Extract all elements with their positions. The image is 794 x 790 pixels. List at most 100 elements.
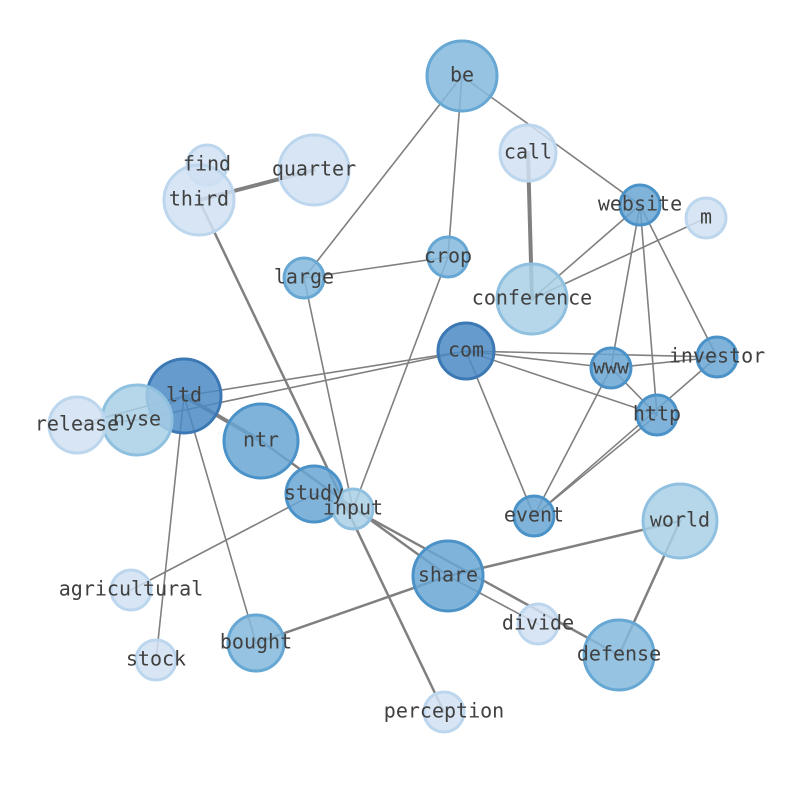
node-label-event: event	[504, 503, 564, 527]
node-circle-com	[436, 321, 496, 381]
node-label-crop: crop	[424, 244, 472, 268]
node-label-third: third	[169, 187, 229, 211]
node-circle-conference	[495, 262, 569, 336]
node-circle-share	[411, 539, 485, 613]
node-label-investor: investor	[669, 344, 765, 368]
node-label-share: share	[418, 563, 478, 587]
edge-website-www	[610, 204, 641, 369]
edge-website-http	[639, 204, 658, 416]
edge-study-agricultural	[130, 493, 315, 591]
node-label-www: www	[593, 355, 630, 379]
node-release[interactable]	[47, 395, 107, 455]
node-m[interactable]	[684, 196, 728, 240]
node-label-perception: perception	[384, 699, 504, 723]
node-label-release: release	[35, 412, 119, 436]
node-agricultural[interactable]	[109, 568, 153, 612]
edge-http-event	[533, 414, 658, 517]
node-circle-third	[162, 163, 236, 237]
node-label-bought: bought	[220, 630, 292, 654]
node-perception[interactable]	[422, 690, 466, 734]
node-circle-ntr	[222, 402, 300, 480]
edge-share-world	[446, 519, 682, 578]
node-circle-defense	[582, 618, 656, 692]
edge-com-investor	[465, 350, 718, 358]
node-label-input: input	[323, 496, 383, 520]
node-label-stock: stock	[126, 647, 186, 671]
node-be[interactable]	[425, 39, 499, 113]
node-com[interactable]	[436, 321, 496, 381]
node-label-defense: defense	[577, 642, 661, 666]
node-website[interactable]	[618, 183, 662, 227]
node-circle-input	[331, 487, 375, 531]
node-investor[interactable]	[695, 335, 739, 379]
node-stock[interactable]	[134, 638, 178, 682]
node-call[interactable]	[498, 123, 558, 183]
node-layer: be find quarter third call website m crop large c…	[35, 39, 765, 734]
node-world[interactable]	[641, 482, 719, 560]
node-label-nyse: nyse	[113, 407, 161, 431]
node-label-large: large	[274, 265, 334, 289]
node-large[interactable]	[282, 256, 326, 300]
node-circle-release	[47, 395, 107, 455]
node-circle-bought	[226, 613, 286, 673]
edge-third-perception	[197, 198, 446, 714]
node-label-website: website	[598, 192, 682, 216]
node-conference[interactable]	[495, 262, 569, 336]
node-label-divide: divide	[502, 611, 574, 635]
node-circle-event	[512, 494, 556, 538]
node-circle-investor	[695, 335, 739, 379]
edge-investor-event	[533, 356, 718, 517]
node-label-call: call	[504, 140, 552, 164]
node-circle-large	[282, 256, 326, 300]
edge-crop-input	[352, 256, 449, 510]
node-circle-www	[589, 346, 633, 390]
node-label-quarter: quarter	[272, 157, 356, 181]
node-divide[interactable]	[516, 602, 560, 646]
node-circle-quarter	[277, 133, 351, 207]
node-label-ntr: ntr	[243, 428, 279, 452]
node-event[interactable]	[512, 494, 556, 538]
node-circle-divide	[516, 602, 560, 646]
node-circle-stock	[134, 638, 178, 682]
edge-com-event	[465, 350, 535, 517]
node-label-conference: conference	[472, 286, 592, 310]
edge-be-large	[303, 75, 463, 279]
node-circle-be	[425, 39, 499, 113]
node-label-study: study	[284, 481, 344, 505]
node-label-world: world	[650, 508, 710, 532]
edge-www-event	[533, 367, 612, 517]
node-circle-website	[618, 183, 662, 227]
node-circle-agricultural	[109, 568, 153, 612]
node-label-agricultural: agricultural	[59, 577, 204, 601]
node-www[interactable]	[589, 346, 633, 390]
node-third[interactable]	[162, 163, 236, 237]
edge-large-crop	[303, 256, 449, 279]
node-bought[interactable]	[226, 613, 286, 673]
edge-ltd-bought	[183, 395, 257, 644]
node-label-ltd: ltd	[166, 383, 202, 407]
node-input[interactable]	[331, 487, 375, 531]
edge-website-investor	[639, 204, 718, 358]
edge-com-ltd	[183, 350, 467, 397]
edge-large-input	[303, 277, 354, 510]
node-defense[interactable]	[582, 618, 656, 692]
node-quarter[interactable]	[277, 133, 351, 207]
node-share[interactable]	[411, 539, 485, 613]
node-circle-crop	[426, 235, 470, 279]
edge-ltd-stock	[155, 395, 185, 661]
node-label-com: com	[448, 338, 484, 362]
node-crop[interactable]	[426, 235, 470, 279]
node-ntr[interactable]	[222, 402, 300, 480]
node-label-m: m	[700, 205, 712, 229]
edge-input-defense	[351, 507, 621, 657]
node-label-be: be	[450, 63, 474, 87]
node-label-http: http	[633, 402, 681, 426]
node-circle-world	[641, 482, 719, 560]
edge-com-http	[465, 350, 658, 416]
node-circle-perception	[422, 690, 466, 734]
node-circle-m	[684, 196, 728, 240]
node-label-find: find	[183, 152, 231, 176]
node-http[interactable]	[635, 393, 679, 437]
node-circle-http	[635, 393, 679, 437]
